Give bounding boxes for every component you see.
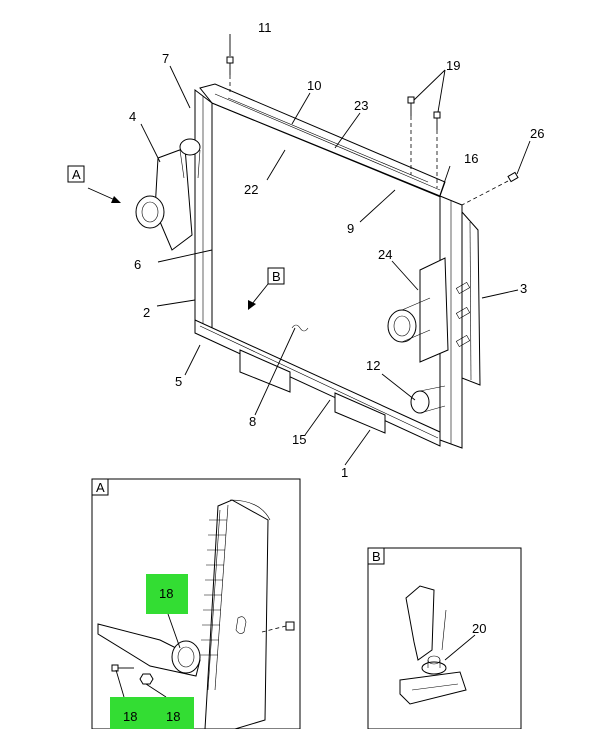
inlet-pipe (135, 195, 165, 229)
callout-9: 9 (347, 221, 354, 236)
callout-1: 1 (341, 465, 348, 480)
callout-12: 12 (366, 358, 380, 373)
callout-6: 6 (134, 257, 141, 272)
leader-lines (87, 34, 531, 466)
main-assembly (135, 56, 519, 449)
callout-11: 11 (258, 20, 272, 35)
callout-7: 7 (162, 51, 169, 66)
callout-5: 5 (175, 374, 182, 389)
lower-outlet-pipe (410, 390, 430, 414)
highlight-18-bottom-left[interactable]: 18 (110, 697, 152, 729)
callout-10: 10 (307, 78, 321, 93)
bolt-26 (461, 171, 519, 206)
callout-15: 15 (292, 432, 306, 447)
callout-16: 16 (464, 151, 478, 166)
bolt-19b (433, 111, 441, 188)
detail-a-panel: A (91, 478, 301, 729)
detail-a-bolt (261, 621, 295, 633)
clip-8 (291, 324, 309, 332)
callout-22: 22 (244, 182, 258, 197)
callout-2: 2 (143, 305, 150, 320)
view-ref-b-label: B (272, 269, 281, 284)
detail-b-label: B (372, 549, 381, 564)
shroud (461, 210, 481, 386)
outlet-pipe (387, 309, 417, 343)
detail-a-frame (91, 478, 301, 729)
view-ref-a[interactable]: A (67, 165, 85, 183)
view-ref-b[interactable]: B (267, 267, 285, 285)
detail-a-label: A (96, 480, 105, 495)
view-ref-a-label: A (72, 167, 81, 182)
highlight-18-bottom-right-label: 18 (166, 709, 180, 724)
callout-20: 20 (472, 621, 486, 636)
inlet-bracket (154, 147, 193, 251)
highlight-18-top-label: 18 (159, 586, 173, 601)
callout-24: 24 (378, 247, 392, 262)
bolt-11 (226, 56, 234, 92)
upper-inlet-pipe (179, 138, 201, 156)
highlight-18-top[interactable]: 18 (146, 574, 188, 614)
detail-b-nut (421, 655, 447, 675)
callout-26: 26 (530, 126, 544, 141)
highlight-18-bottom-right[interactable]: 18 (152, 697, 194, 729)
callout-3: 3 (520, 281, 527, 296)
detail-a-hook (235, 616, 247, 634)
detail-a-nut (139, 673, 154, 685)
callout-23: 23 (354, 98, 368, 113)
outlet-bracket (419, 257, 449, 363)
bottom-bracket-left (239, 349, 291, 393)
view-a-arrow-icon (111, 196, 121, 203)
left-side-frame (194, 88, 213, 331)
detail-b-frame (367, 547, 522, 729)
callout-8: 8 (249, 414, 256, 429)
detail-a-screw (111, 664, 134, 672)
callout-19: 19 (446, 58, 460, 73)
detail-b-isolator (399, 671, 467, 705)
callout-labels: 11 7 10 19 23 4 26 16 22 9 24 6 3 2 12 5… (129, 20, 544, 480)
callout-4: 4 (129, 109, 136, 124)
highlight-18-bottom-left-label: 18 (123, 709, 137, 724)
detail-b-panel: B 20 (367, 547, 522, 729)
detail-a-grommet (171, 640, 201, 674)
bolt-19a (407, 96, 415, 175)
detail-b-tab (405, 585, 435, 661)
view-b-arrow-icon (248, 300, 256, 310)
detail-a-fins (200, 519, 227, 656)
bottom-bracket-right (334, 392, 386, 434)
